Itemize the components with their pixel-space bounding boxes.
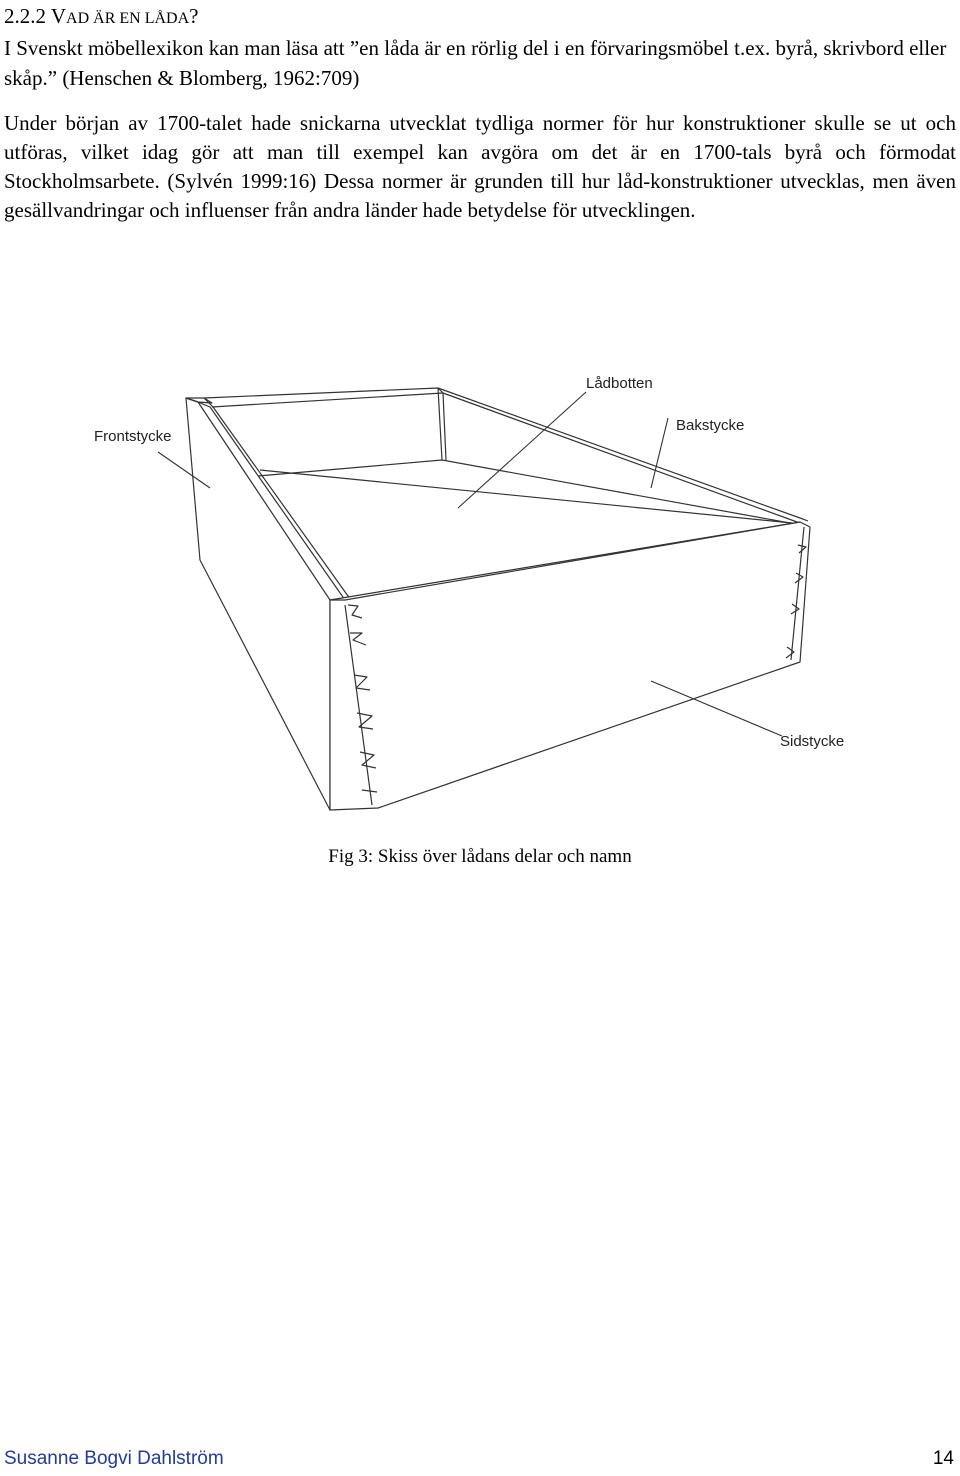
leader-lines — [157, 391, 783, 737]
page-number: 14 — [932, 1448, 954, 1469]
drawer-sketch-figure: Frontstycke Lådbotten Bakstycke Sidstyck… — [94, 375, 844, 811]
dovetail-back-3 — [790, 603, 800, 615]
section-number: 2.2.2 — [4, 4, 46, 28]
paragraph-definition: I Svenskt möbellexikon kan man läsa att … — [4, 36, 947, 90]
dovetail-front-3 — [353, 674, 371, 691]
footer-author: Susanne Bogvi Dahlström — [4, 1448, 224, 1469]
leader-bakstycke — [650, 417, 669, 489]
drawer-drawing — [185, 387, 811, 811]
label-ladbotten: Lådbotten — [586, 375, 653, 392]
label-frontstycke: Frontstycke — [94, 428, 172, 445]
back-piece-inner — [437, 387, 443, 461]
dovetail-front-2 — [350, 632, 367, 646]
section-title-rest: AD ÄR EN LÅDA — [66, 10, 190, 27]
section-heading: 2.2.2 VAD ÄR EN LÅDA? — [4, 4, 198, 31]
figure-caption: Fig 3: Skiss över lådans delar och namn — [328, 846, 632, 867]
paragraph-history: Under början av 1700-talet hade snickarn… — [4, 111, 956, 222]
bottom-board-back — [257, 459, 791, 524]
leader-ladbotten — [457, 391, 587, 509]
back-piece-lower — [442, 392, 447, 461]
dovetail-back-4 — [785, 646, 795, 659]
front-piece — [185, 397, 331, 811]
front-piece-top — [185, 397, 213, 404]
dovetail-front-1 — [347, 604, 363, 619]
dovetail-front-5 — [359, 751, 377, 769]
section-title-initial: V — [50, 4, 67, 28]
label-sidstycke: Sidstycke — [780, 733, 844, 750]
side-panel-top — [330, 521, 801, 601]
dovetail-front-4 — [356, 712, 374, 730]
right-rim-top — [437, 387, 809, 522]
dovetail-front-6 — [361, 789, 378, 793]
right-rim-inner — [442, 392, 798, 523]
bottom-board-mid — [259, 469, 793, 524]
section-title-end: ? — [189, 4, 199, 28]
leader-sidstycke — [650, 680, 783, 737]
leader-frontstycke — [157, 451, 211, 489]
side-panel — [329, 521, 811, 811]
label-bakstycke: Bakstycke — [676, 417, 744, 434]
back-piece — [203, 387, 444, 408]
back-joint-line — [790, 526, 805, 661]
front-joint-line — [344, 604, 373, 806]
dovetail-back-2 — [794, 572, 804, 584]
